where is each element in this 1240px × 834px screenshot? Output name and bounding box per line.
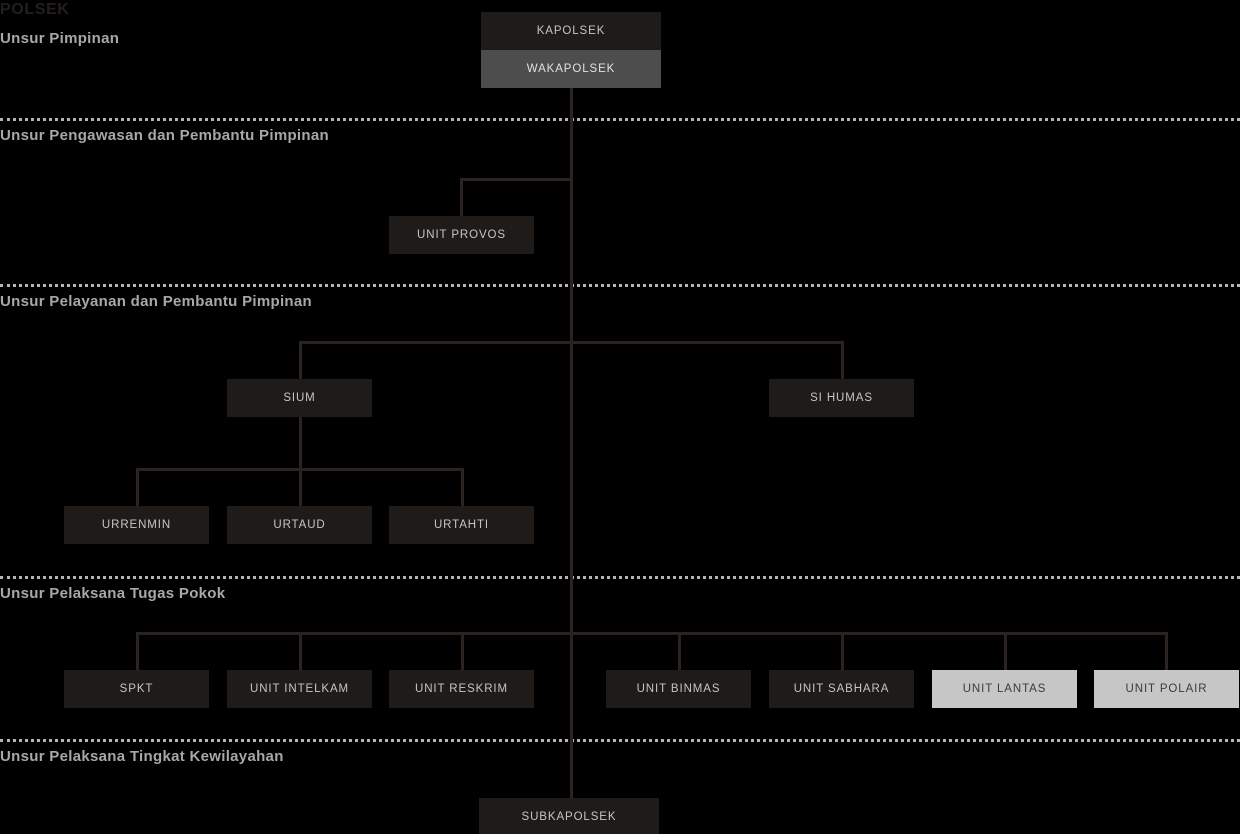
connector-binmas-drop [678, 632, 681, 670]
section-divider-2 [0, 284, 1240, 287]
node-urtaud[interactable]: URTAUD [227, 506, 372, 544]
connector-urtaud-drop [299, 468, 302, 506]
node-urtahti[interactable]: URTAHTI [389, 506, 534, 544]
connector-sihumas-drop [841, 341, 844, 380]
section-label-unsur-pelayanan: Unsur Pelayanan dan Pembantu Pimpinan [0, 293, 313, 310]
connector-units-horizontal [136, 632, 1165, 635]
node-sium[interactable]: SIUM [227, 379, 372, 417]
section-label-unsur-pengawasan: Unsur Pengawasan dan Pembantu Pimpinan [0, 127, 329, 144]
section-divider-4 [0, 739, 1240, 742]
connector-urtahti-drop [461, 468, 464, 506]
node-wakapolsek[interactable]: WAKAPOLSEK [481, 50, 661, 88]
node-spkt[interactable]: SPKT [64, 670, 209, 708]
connector-spkt-drop [136, 632, 139, 670]
connector-staff-horizontal [299, 341, 844, 344]
connector-intelkam-drop [299, 632, 302, 670]
connector-main-spine [570, 85, 573, 800]
section-divider-1 [0, 118, 1240, 121]
connector-sabhara-drop [841, 632, 844, 670]
connector-polair-drop [1165, 632, 1168, 670]
node-urrenmin[interactable]: URRENMIN [64, 506, 209, 544]
node-unit-sabhara[interactable]: UNIT SABHARA [769, 670, 914, 708]
node-unit-provos[interactable]: UNIT PROVOS [389, 216, 534, 254]
section-label-unsur-pelaksana-kewilayahan: Unsur Pelaksana Tingkat Kewilayahan [0, 748, 284, 765]
section-label-unsur-pimpinan: Unsur Pimpinan [0, 30, 120, 47]
connector-lantas-drop [1004, 632, 1007, 670]
node-unit-polair[interactable]: UNIT POLAIR [1094, 670, 1239, 708]
connector-reskrim-drop [461, 632, 464, 670]
connector-sium-spine [299, 417, 302, 469]
node-si-humas[interactable]: SI HUMAS [769, 379, 914, 417]
node-unit-intelkam[interactable]: UNIT INTELKAM [227, 670, 372, 708]
section-label-unsur-pelaksana-tugas-pokok: Unsur Pelaksana Tugas Pokok [0, 585, 226, 602]
node-unit-binmas[interactable]: UNIT BINMAS [606, 670, 751, 708]
node-kapolsek[interactable]: KAPOLSEK [481, 12, 661, 50]
connector-provos-drop [460, 178, 463, 218]
connector-sium-drop [299, 341, 302, 380]
section-divider-3 [0, 576, 1240, 579]
connector-urrenmin-drop [136, 468, 139, 506]
node-unit-lantas[interactable]: UNIT LANTAS [932, 670, 1077, 708]
node-unit-reskrim[interactable]: UNIT RESKRIM [389, 670, 534, 708]
page-title: POLSEK [0, 1, 70, 18]
connector-provos-horizontal [460, 178, 571, 181]
node-subkapolsek[interactable]: SUBKAPOLSEK [479, 798, 659, 834]
